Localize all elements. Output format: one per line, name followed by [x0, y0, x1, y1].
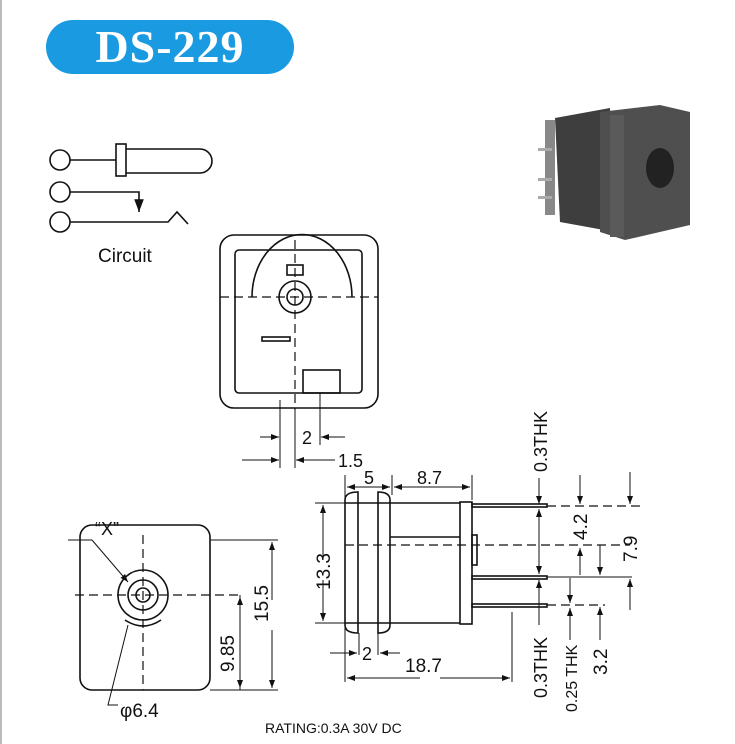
circuit-diagram: Circuit — [49, 143, 213, 267]
pin-mid-thickness: 0.3THK — [531, 637, 551, 698]
dim-pin-spacing: 4.2 — [571, 514, 592, 540]
dim-length: 18.7 — [405, 656, 442, 677]
dim-side-height: 13.3 — [314, 553, 335, 590]
x-marker-label: “X” — [95, 519, 119, 539]
pins — [471, 503, 640, 608]
dim-front-a: 2 — [302, 428, 312, 448]
dim-front-b: 1.5 — [338, 451, 363, 471]
dim-pin-bottom: 3.2 — [591, 649, 612, 675]
end-view: “X” 9.85 15.5 φ6.4 — [68, 519, 278, 722]
dim-end-center-height: 9.85 — [218, 635, 239, 672]
dim-body: 8.7 — [417, 468, 442, 488]
dim-flange-gap: 2 — [362, 644, 372, 664]
circuit-label: Circuit — [98, 246, 153, 267]
dim-hole-diameter: φ6.4 — [120, 701, 159, 722]
pin-bottom-thickness: 0.25 THK — [564, 644, 581, 712]
pin-top-thickness: 0.3THK — [531, 411, 551, 472]
side-view: 5 8.7 13.3 2 18.7 0.3THK 0.3THK 4.2 0.25… — [314, 411, 642, 712]
rating-text: RATING:0.3A 30V DC — [265, 720, 402, 736]
front-view: 2 1.5 — [219, 233, 379, 471]
page-border — [0, 0, 2, 744]
dim-pin-total: 7.9 — [621, 536, 642, 562]
dim-end-height: 15.5 — [252, 585, 273, 622]
dim-flange: 5 — [364, 468, 374, 488]
product-photo — [538, 105, 690, 240]
model-title-badge: DS-229 — [46, 20, 294, 74]
